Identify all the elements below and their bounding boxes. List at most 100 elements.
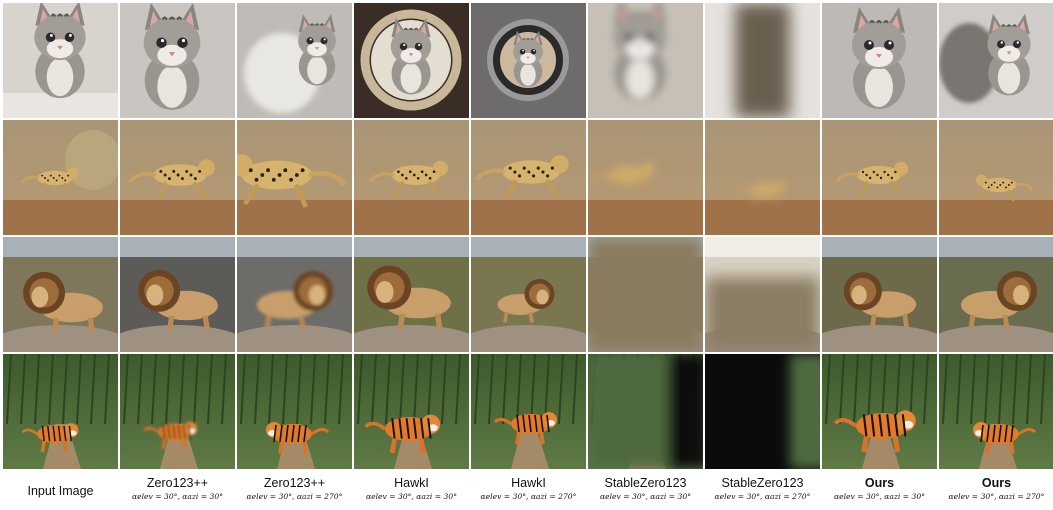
column-name: StableZero123 bbox=[604, 476, 687, 490]
lion-cell bbox=[588, 237, 703, 352]
lion-image bbox=[705, 237, 820, 352]
kitten-image bbox=[3, 3, 118, 118]
lion-cell bbox=[354, 237, 469, 352]
kitten-image bbox=[588, 3, 703, 118]
tiger-cell bbox=[3, 354, 118, 469]
column-label: Zero123++ αelev = 30°, αazi = 270° bbox=[237, 476, 352, 506]
tiger-image bbox=[705, 354, 820, 469]
column-param: αelev = 30°, αazi = 270° bbox=[948, 492, 1045, 501]
tiger-cell bbox=[471, 354, 586, 469]
column-name: Zero123++ bbox=[146, 476, 209, 490]
tiger-image bbox=[588, 354, 703, 469]
column-param: αelev = 30°, αazi = 270° bbox=[480, 492, 577, 501]
column-name: HawkI bbox=[394, 476, 429, 490]
kitten-cell bbox=[588, 3, 703, 118]
column-name: Ours bbox=[864, 476, 895, 490]
lion-image bbox=[120, 237, 235, 352]
lion-cell bbox=[120, 237, 235, 352]
lion-image bbox=[822, 237, 937, 352]
cheetah-cell bbox=[237, 120, 352, 235]
column-label: Input Image bbox=[3, 476, 118, 506]
cheetah-image bbox=[120, 120, 235, 235]
lion-image bbox=[3, 237, 118, 352]
lion-cell bbox=[471, 237, 586, 352]
cheetah-image bbox=[3, 120, 118, 235]
column-label: HawkI αelev = 30°, αazi = 30° bbox=[354, 476, 469, 506]
kitten-cell bbox=[939, 3, 1053, 118]
tiger-image bbox=[237, 354, 352, 469]
kitten-image bbox=[237, 3, 352, 118]
cheetah-cell bbox=[120, 120, 235, 235]
tiger-cell bbox=[237, 354, 352, 469]
lion-cell bbox=[705, 237, 820, 352]
lion-image bbox=[939, 237, 1053, 352]
tiger-cell bbox=[120, 354, 235, 469]
image-grid bbox=[3, 3, 1053, 469]
column-name: Zero123++ bbox=[263, 476, 326, 490]
cheetah-cell bbox=[939, 120, 1053, 235]
column-label: HawkI αelev = 30°, αazi = 270° bbox=[471, 476, 586, 506]
cheetah-cell bbox=[3, 120, 118, 235]
column-param: αelev = 30°, αazi = 30° bbox=[365, 492, 458, 501]
tiger-image bbox=[3, 354, 118, 469]
column-param: αelev = 30°, αazi = 30° bbox=[833, 492, 926, 501]
cheetah-cell bbox=[354, 120, 469, 235]
cheetah-image bbox=[354, 120, 469, 235]
tiger-cell bbox=[354, 354, 469, 469]
cheetah-cell bbox=[471, 120, 586, 235]
column-param: αelev = 30°, αazi = 30° bbox=[599, 492, 692, 501]
column-param: αelev = 30°, αazi = 30° bbox=[131, 492, 224, 501]
kitten-image bbox=[822, 3, 937, 118]
cheetah-cell bbox=[705, 120, 820, 235]
lion-image bbox=[588, 237, 703, 352]
kitten-image bbox=[471, 3, 586, 118]
column-param: αelev = 30°, αazi = 270° bbox=[246, 492, 343, 501]
tiger-image bbox=[822, 354, 937, 469]
kitten-cell bbox=[705, 3, 820, 118]
kitten-cell bbox=[120, 3, 235, 118]
column-label: Ours αelev = 30°, αazi = 30° bbox=[822, 476, 937, 506]
lion-cell bbox=[939, 237, 1053, 352]
column-name: Input Image bbox=[27, 484, 94, 498]
kitten-cell bbox=[471, 3, 586, 118]
tiger-cell bbox=[939, 354, 1053, 469]
column-labels: Input Image Zero123++ αelev = 30°, αazi = … bbox=[3, 476, 1053, 506]
kitten-image bbox=[705, 3, 820, 118]
column-param: αelev = 30°, αazi = 270° bbox=[714, 492, 811, 501]
cheetah-image bbox=[588, 120, 703, 235]
column-label: Zero123++ αelev = 30°, αazi = 30° bbox=[120, 476, 235, 506]
lion-image bbox=[354, 237, 469, 352]
column-label: StableZero123 αelev = 30°, αazi = 30° bbox=[588, 476, 703, 506]
lion-image bbox=[471, 237, 586, 352]
column-name: StableZero123 bbox=[721, 476, 804, 490]
lion-cell bbox=[3, 237, 118, 352]
kitten-image bbox=[354, 3, 469, 118]
kitten-image bbox=[939, 3, 1053, 118]
cheetah-image bbox=[471, 120, 586, 235]
tiger-image bbox=[939, 354, 1053, 469]
cheetah-image bbox=[705, 120, 820, 235]
column-name: Ours bbox=[981, 476, 1012, 490]
lion-cell bbox=[822, 237, 937, 352]
cheetah-image bbox=[939, 120, 1053, 235]
cheetah-cell bbox=[822, 120, 937, 235]
kitten-image bbox=[120, 3, 235, 118]
tiger-cell bbox=[705, 354, 820, 469]
tiger-image bbox=[120, 354, 235, 469]
kitten-cell bbox=[3, 3, 118, 118]
column-name: HawkI bbox=[511, 476, 546, 490]
cheetah-image bbox=[822, 120, 937, 235]
kitten-cell bbox=[354, 3, 469, 118]
kitten-cell bbox=[237, 3, 352, 118]
lion-image bbox=[237, 237, 352, 352]
cheetah-image bbox=[237, 120, 352, 235]
cheetah-cell bbox=[588, 120, 703, 235]
tiger-cell bbox=[588, 354, 703, 469]
kitten-cell bbox=[822, 3, 937, 118]
tiger-image bbox=[471, 354, 586, 469]
tiger-image bbox=[354, 354, 469, 469]
column-label: StableZero123 αelev = 30°, αazi = 270° bbox=[705, 476, 820, 506]
tiger-cell bbox=[822, 354, 937, 469]
lion-cell bbox=[237, 237, 352, 352]
